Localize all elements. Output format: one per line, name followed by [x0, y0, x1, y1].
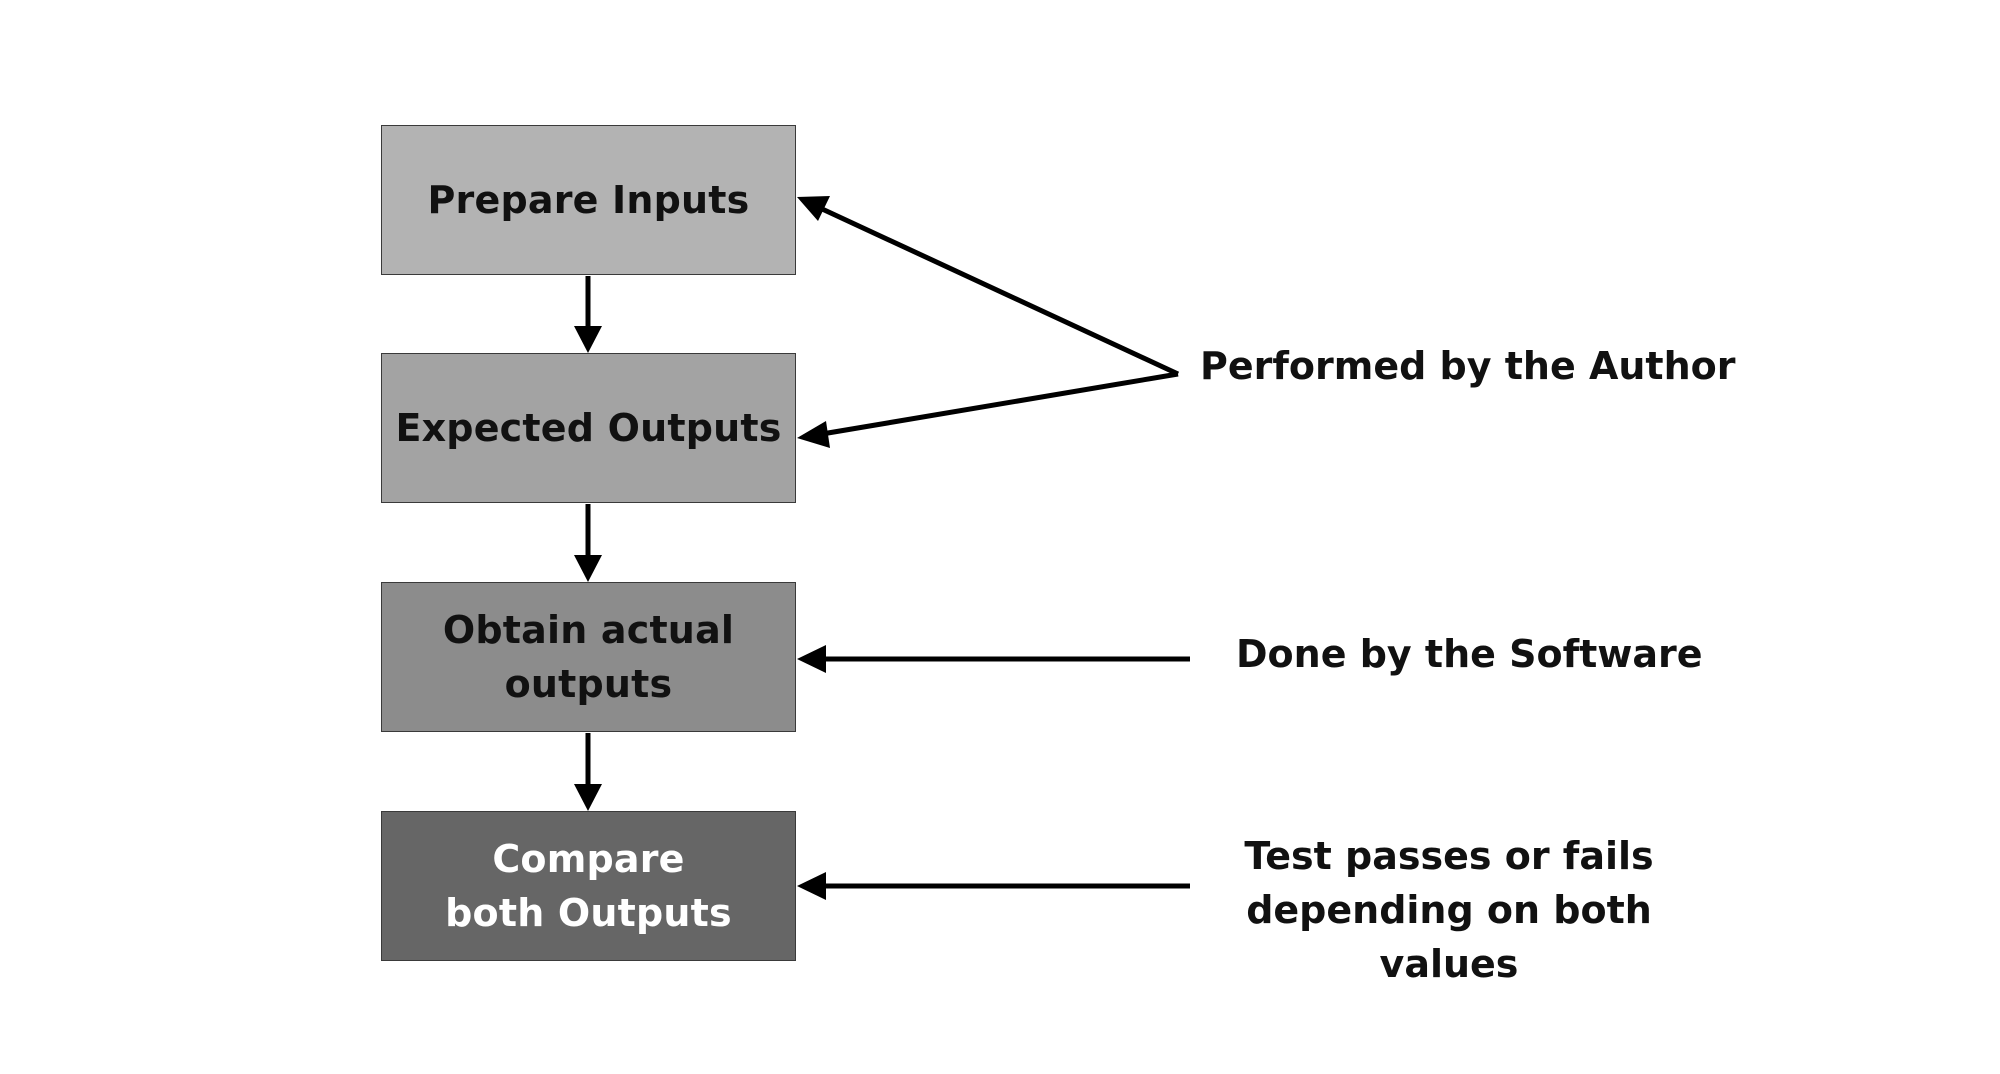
annotation-performed-by-author: Performed by the Author: [1200, 344, 1736, 388]
flow-arrow-1-to-2: [574, 276, 602, 353]
step-expected-outputs: Expected Outputs: [381, 353, 796, 503]
software-arrow-to-obtain-outputs: [797, 645, 1190, 673]
annotation-test-result: Test passes or fails depending on both v…: [1244, 834, 1654, 986]
author-arrow-to-expected-outputs: [797, 371, 1179, 448]
result-arrow-to-compare-outputs: [797, 872, 1190, 900]
annotation-done-by-software: Done by the Software: [1236, 632, 1703, 676]
step-expected-outputs-label: Expected Outputs: [395, 406, 782, 450]
step-compare-both-outputs: Compare both Outputs: [381, 811, 796, 961]
step-obtain-actual-outputs-label: Obtain actual outputs: [442, 608, 735, 706]
author-arrow-to-prepare-inputs: [797, 196, 1180, 377]
flow-arrow-2-to-3: [574, 504, 602, 582]
step-compare-both-outputs-label: Compare both Outputs: [445, 837, 732, 935]
step-prepare-inputs-label: Prepare Inputs: [427, 178, 750, 222]
flow-arrow-3-to-4: [574, 733, 602, 811]
step-obtain-actual-outputs: Obtain actual outputs: [381, 582, 796, 732]
step-prepare-inputs: Prepare Inputs: [381, 125, 796, 275]
